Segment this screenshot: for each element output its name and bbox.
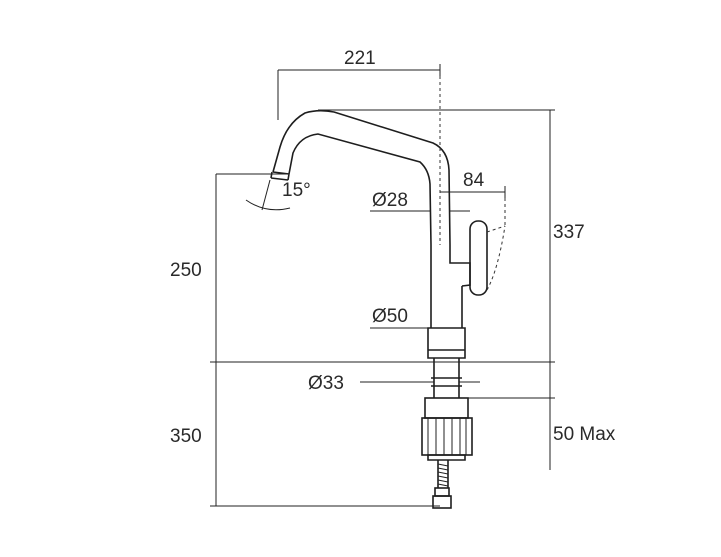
dim-250-label: 250: [170, 260, 202, 281]
aerator-tip: [270, 171, 290, 181]
lever-bracket: [449, 245, 471, 287]
dimension-hose-length: 350: [170, 362, 440, 507]
dimension-shank-diameter: Ø33: [308, 373, 480, 394]
threaded-rod: [437, 460, 449, 488]
mounting-nut: [421, 397, 473, 461]
faucet-base: [427, 327, 466, 359]
dim-50-label: Ø50: [372, 306, 408, 327]
hose-fitting: [432, 487, 452, 509]
dim-15-label: 15°: [282, 180, 311, 201]
shank: [431, 358, 462, 398]
dimension-total-height: 337: [318, 109, 585, 362]
lever-handle: [469, 220, 488, 296]
dimension-base-diameter: Ø50: [370, 306, 428, 329]
dimension-spout-reach: 221: [277, 48, 441, 120]
dim-28-label: Ø28: [372, 190, 408, 211]
faucet-body: [270, 109, 488, 509]
dim-50max-label: 50 Max: [553, 424, 616, 445]
dim-350-label: 350: [170, 426, 202, 447]
body-column: [430, 245, 463, 328]
dimension-deck-thickness: 50 Max: [462, 362, 616, 470]
lever-swing-arc: [486, 225, 506, 291]
dimension-spout-height: 250: [170, 174, 217, 362]
dimension-aerator-angle: 15°: [216, 173, 311, 211]
dim-221-label: 221: [344, 48, 376, 69]
spout-inner-contour: [288, 133, 432, 246]
dimension-lever-reach: 84: [440, 170, 506, 198]
dim-84-label: 84: [463, 170, 485, 191]
dim-33-label: Ø33: [308, 373, 344, 394]
dim-337-label: 337: [553, 222, 585, 243]
dimension-spout-diameter: Ø28: [370, 190, 470, 212]
spout-outer-contour: [272, 109, 451, 246]
